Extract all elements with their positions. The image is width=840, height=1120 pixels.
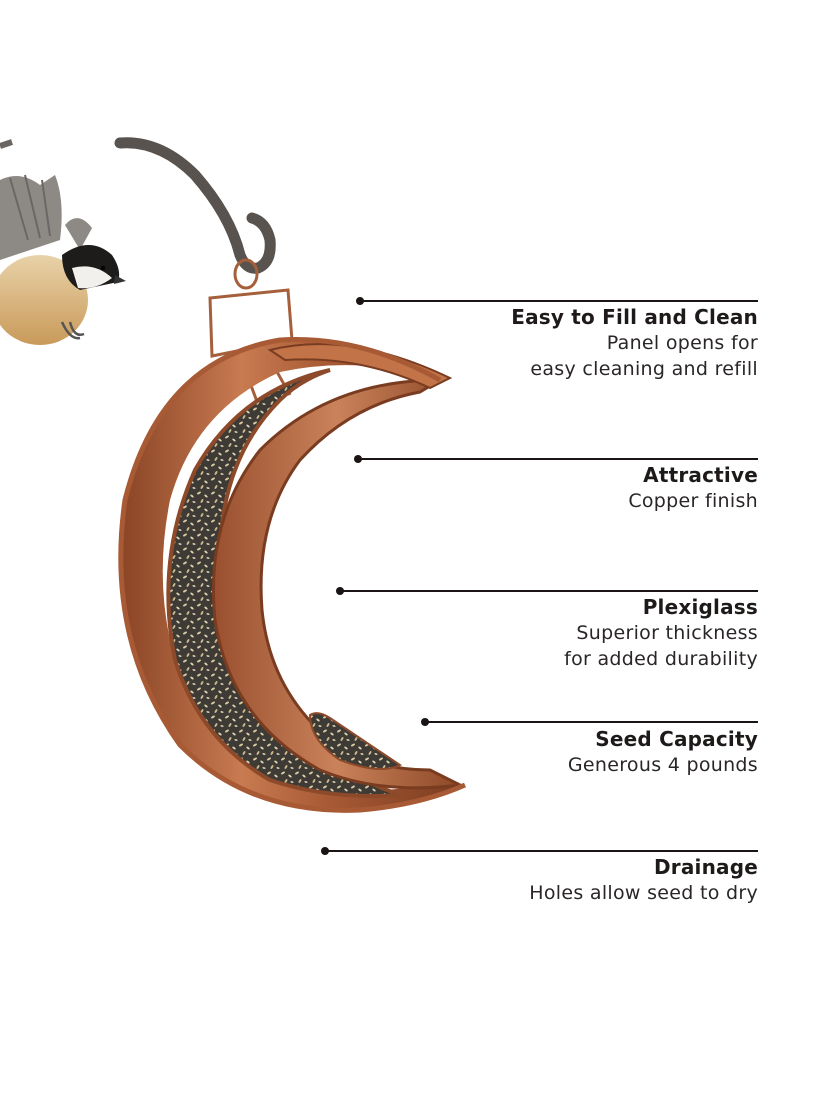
leader-line-fill-clean: [356, 297, 758, 305]
callout-fill-clean: Easy to Fill and Clean Panel opens for e…: [511, 304, 758, 382]
callout-desc: Generous 4 pounds: [567, 754, 758, 776]
callout-desc: Panel opens for: [606, 332, 758, 354]
leader-dot: [336, 587, 344, 595]
leader-dot: [421, 718, 429, 726]
callout-desc: easy cleaning and refill: [530, 358, 758, 380]
leader-line-attractive: [354, 455, 758, 463]
callout-desc: Superior thickness: [576, 622, 758, 644]
callout-attractive: Attractive Copper finish: [628, 462, 758, 514]
leader-line-seed-capacity: [421, 718, 758, 726]
crescent-feeder: [118, 337, 467, 813]
callout-desc: Holes allow seed to dry: [529, 882, 758, 904]
leader-dot: [354, 455, 362, 463]
leader-line-drainage: [321, 847, 758, 855]
callout-title: Drainage: [653, 855, 758, 879]
leader-line-plexiglass: [336, 587, 758, 595]
callout-title: Attractive: [643, 463, 758, 487]
callout-desc: for added durability: [564, 648, 758, 670]
callout-plexiglass: Plexiglass Superior thickness for added …: [564, 594, 758, 672]
callout-title: Plexiglass: [642, 595, 758, 619]
leader-dot: [321, 847, 329, 855]
leader-dot: [356, 297, 364, 305]
callout-title: Easy to Fill and Clean: [511, 305, 758, 329]
callout-drainage: Drainage Holes allow seed to dry: [529, 854, 758, 906]
chickadee-bird: [0, 174, 126, 345]
callout-seed-capacity: Seed Capacity Generous 4 pounds: [568, 726, 758, 778]
callout-desc: Copper finish: [628, 490, 758, 512]
callout-title: Seed Capacity: [595, 727, 758, 751]
